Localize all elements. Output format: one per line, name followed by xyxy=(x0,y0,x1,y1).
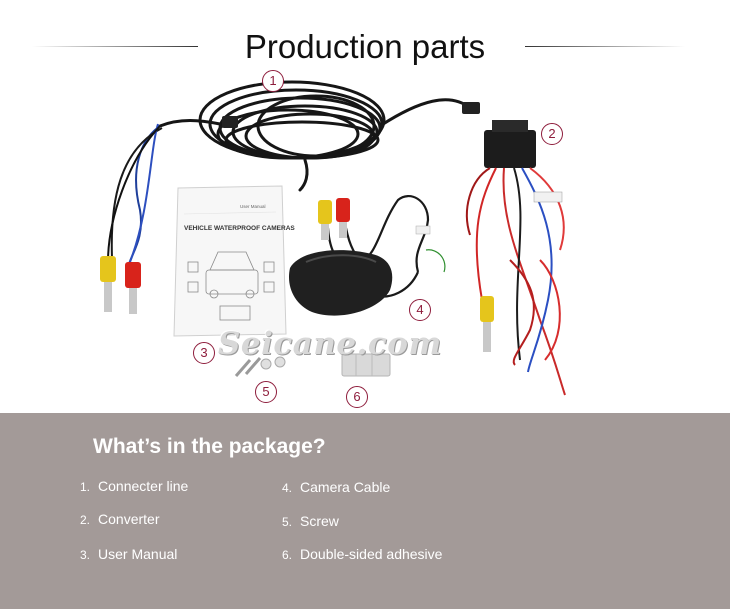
package-item-number: 4. xyxy=(282,481,293,495)
product-photo-section: Production parts xyxy=(32,28,685,408)
package-item: 6. Double-sided adhesive xyxy=(282,546,442,562)
package-item-label: Double-sided adhesive xyxy=(300,546,443,562)
page-title: Production parts xyxy=(244,28,486,65)
package-item-label: User Manual xyxy=(98,546,178,562)
coil-plug-left xyxy=(222,116,238,128)
callout-3: 3 xyxy=(193,342,215,364)
camera-rca-plugs xyxy=(318,198,350,240)
brand-watermark: Seicane.com xyxy=(218,326,442,362)
package-item: 1. Connecter line xyxy=(80,478,188,494)
package-item: 4. Camera Cable xyxy=(282,479,390,495)
package-item-label: Screw xyxy=(300,513,339,529)
wire-label-tag xyxy=(533,191,563,203)
callout-1: 1 xyxy=(262,70,284,92)
double-sided-adhesive xyxy=(341,353,391,377)
cable-tag xyxy=(415,225,431,235)
camera-body xyxy=(288,250,393,316)
right-rca-plug xyxy=(480,296,494,352)
package-item: 5. Screw xyxy=(282,513,339,529)
right-wire-bundle xyxy=(465,167,566,396)
callout-2: 2 xyxy=(541,123,563,145)
package-item: 3. User Manual xyxy=(80,546,177,562)
left-wire-bundle xyxy=(107,123,163,269)
package-item-number: 2. xyxy=(80,513,91,527)
package-item-number: 3. xyxy=(80,548,91,562)
callout-5: 5 xyxy=(255,381,277,403)
package-item: 2. Converter xyxy=(80,511,159,527)
connector-line-coil xyxy=(158,80,472,192)
package-item-label: Camera Cable xyxy=(300,479,391,495)
title-rule-left xyxy=(32,46,198,47)
converter-box xyxy=(484,120,536,168)
callout-6: 6 xyxy=(346,386,368,408)
camera-green-wire xyxy=(425,249,446,273)
package-item-label: Converter xyxy=(98,511,160,527)
manual-corner-label: User Manual xyxy=(240,204,266,209)
package-item-number: 5. xyxy=(282,515,293,529)
manual-heading: VEHICLE WATERPROOF CAMERAS xyxy=(184,225,295,232)
package-title: What’s in the package? xyxy=(93,435,326,458)
package-item-label: Connecter line xyxy=(98,478,189,494)
left-rca-plugs xyxy=(100,256,141,314)
callout-4: 4 xyxy=(409,299,431,321)
product-photo: VEHICLE WATERPROOF CAMERAS User Manual xyxy=(100,80,566,396)
screws xyxy=(234,356,286,377)
package-contents-panel: What’s in the package? 1.Connecter line … xyxy=(0,413,730,609)
coil-plug-right xyxy=(462,102,480,114)
user-manual xyxy=(173,185,287,337)
package-item-number: 6. xyxy=(282,548,293,562)
package-item-number: 1. xyxy=(80,480,91,494)
title-rule-right xyxy=(525,46,685,47)
